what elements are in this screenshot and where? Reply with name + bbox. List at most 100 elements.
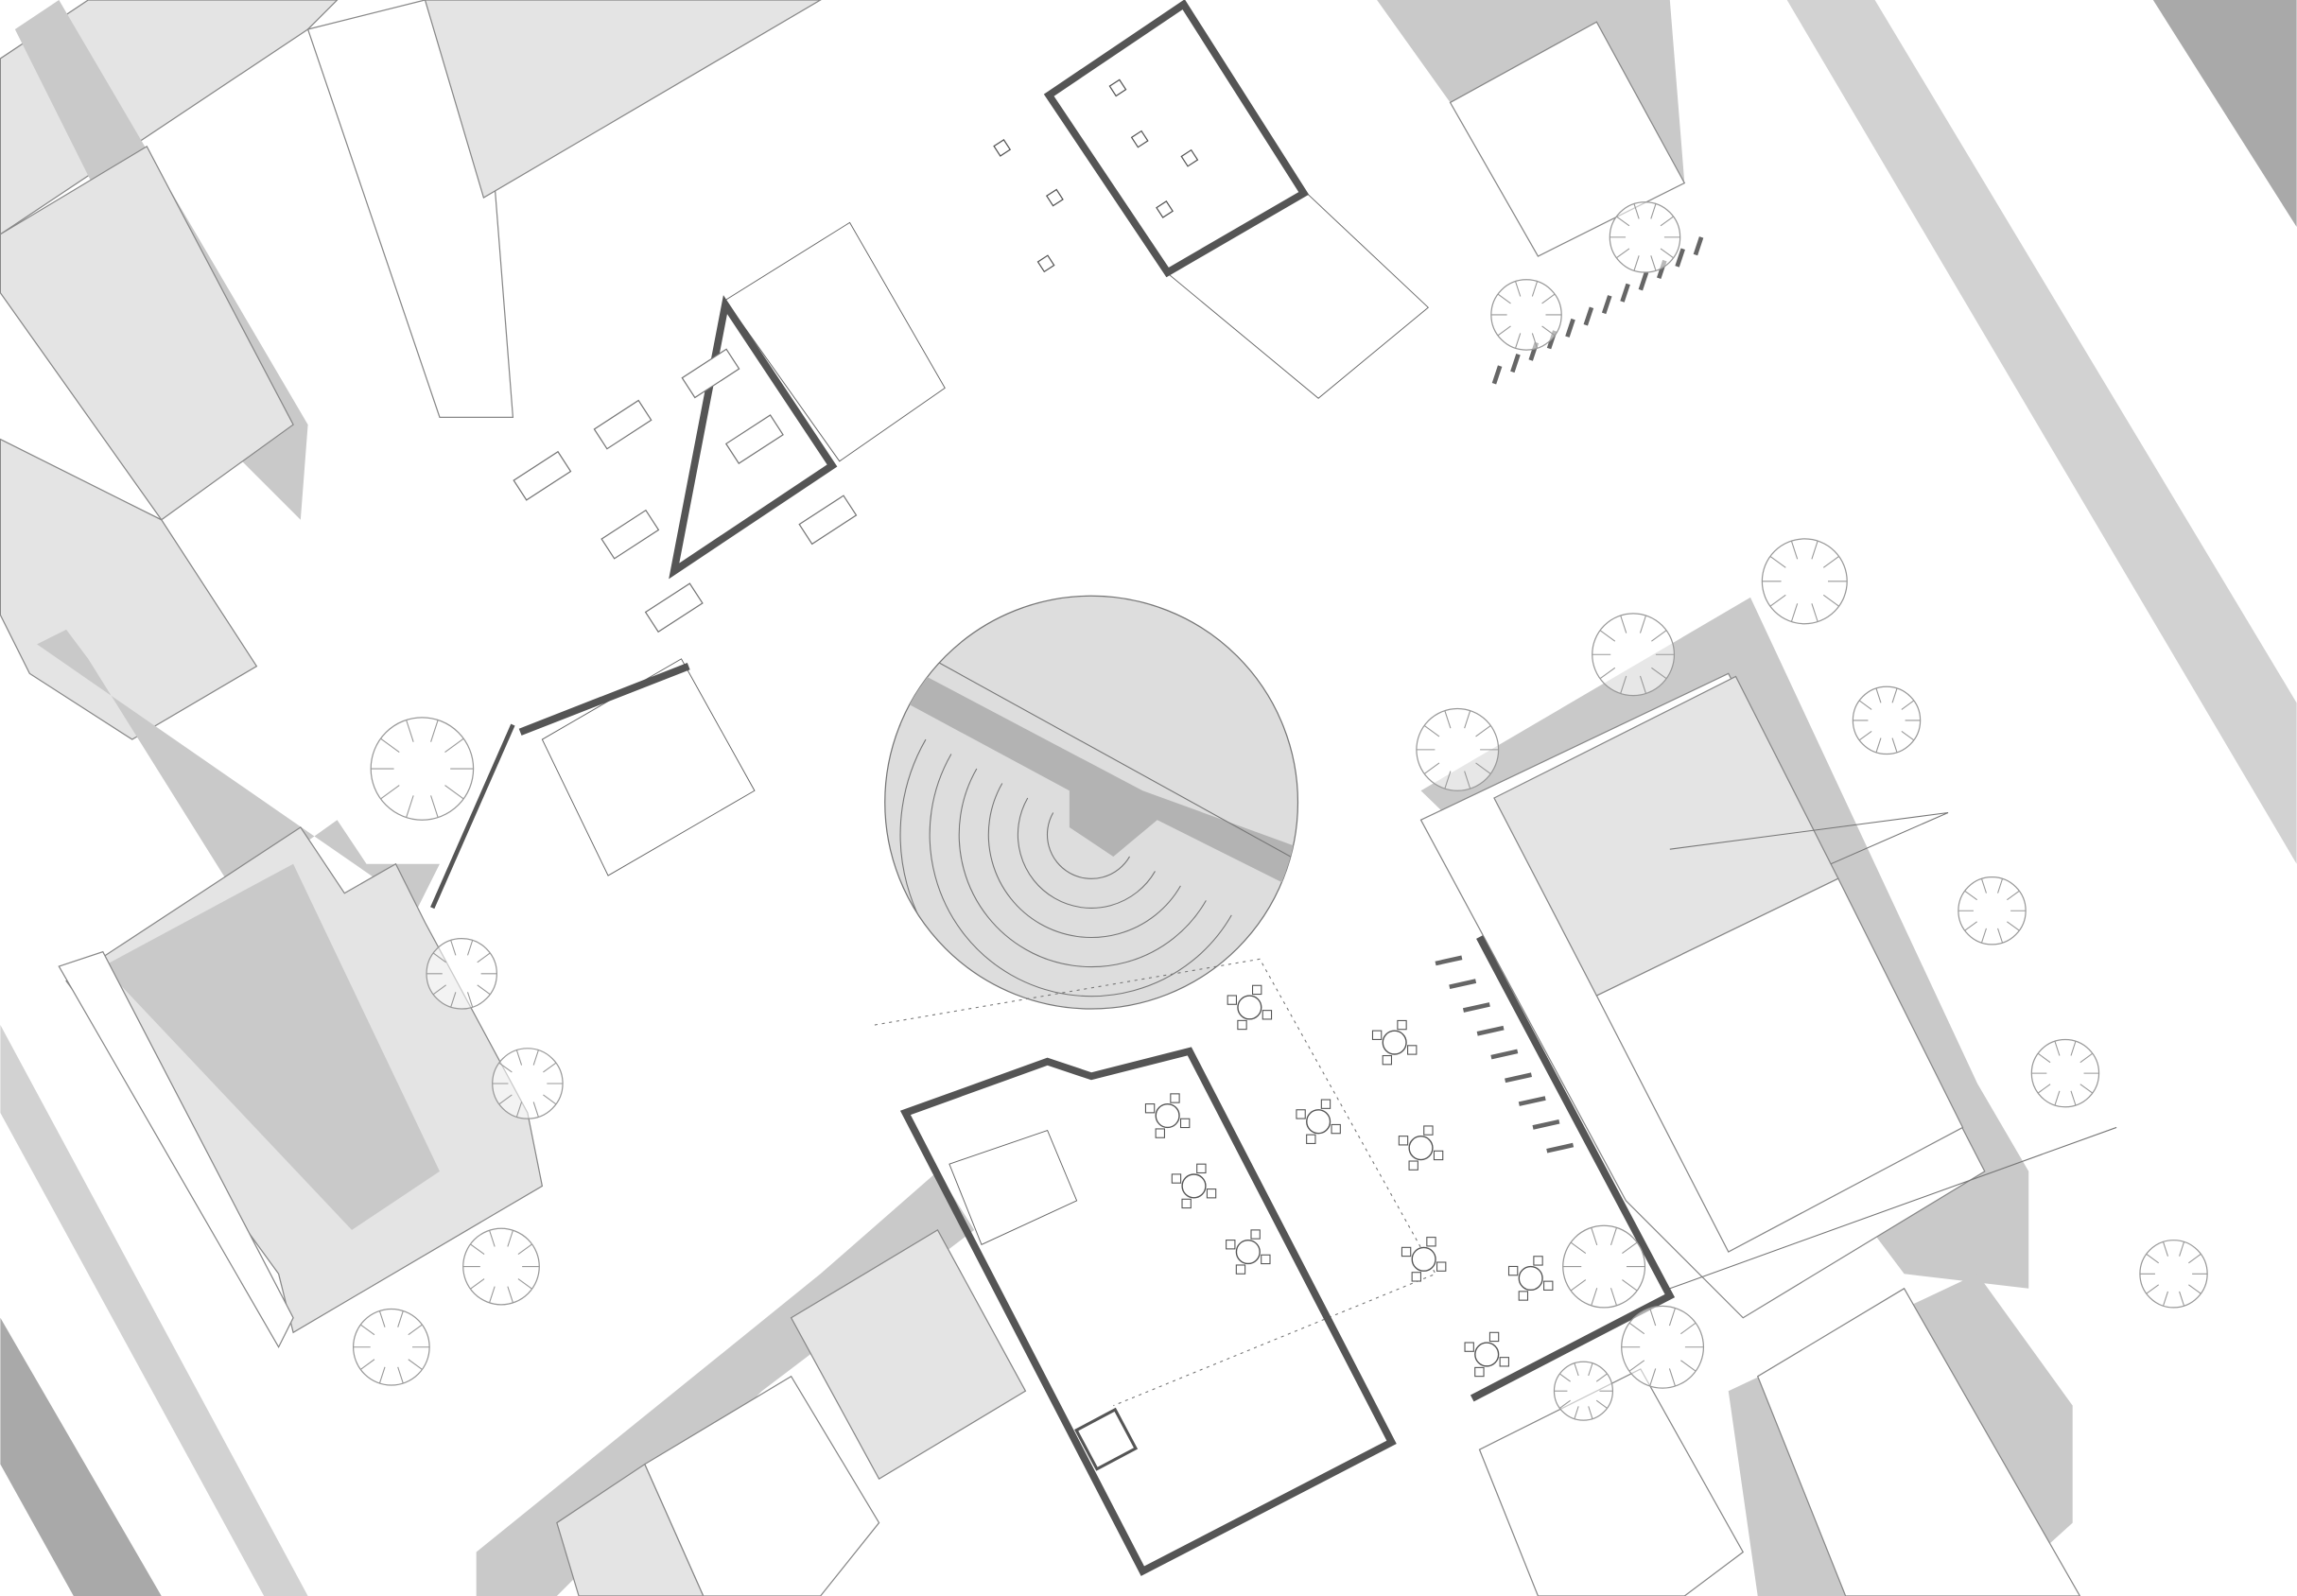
display-block [1036, 254, 1055, 273]
tree-branch [408, 1324, 423, 1336]
tree-branch [2070, 1041, 2077, 1056]
display-block [1180, 148, 1199, 167]
building-ne [1449, 21, 1686, 257]
chair [1171, 1173, 1182, 1184]
tree-branch [1790, 540, 1799, 560]
parking-stripe [1532, 1119, 1560, 1130]
amphitheater-step [1046, 812, 1130, 879]
amphitheater-step [958, 768, 1207, 968]
library-table [681, 348, 740, 399]
tree-branch [432, 984, 446, 996]
tree-icon [1609, 201, 1681, 273]
library-table [513, 450, 572, 501]
tree-branch [1639, 615, 1647, 633]
tree-branch [1964, 921, 1977, 931]
parking-stripe [1505, 1072, 1532, 1084]
tree-branch [378, 1310, 386, 1327]
round-table [1518, 1265, 1543, 1292]
chair [1261, 1254, 1271, 1265]
terrace-outline [874, 958, 1436, 1407]
tree-icon [1553, 1361, 1614, 1421]
tree-branch [1980, 928, 1987, 944]
site-wall [430, 723, 515, 910]
tree-branch [1531, 333, 1539, 349]
bike-stand [1638, 271, 1649, 291]
chair [1401, 1246, 1412, 1258]
tree-branch [1475, 762, 1491, 774]
tree-branch [2054, 1041, 2061, 1056]
tree-branch [1497, 325, 1511, 337]
tree-branch [1599, 630, 1616, 642]
amphitheater-step [1017, 797, 1156, 909]
tree-branch [1423, 724, 1440, 737]
tree-branch [2163, 1291, 2168, 1307]
elevator [1074, 1407, 1139, 1471]
tree-branch [2054, 1090, 2061, 1106]
tree-branch [397, 1366, 404, 1384]
tree-branch [477, 984, 491, 996]
bike-stand [1620, 283, 1630, 303]
round-table [1155, 1102, 1180, 1129]
tree-branch [1620, 675, 1627, 694]
chair [1518, 1291, 1529, 1301]
chair [1397, 1019, 1407, 1031]
tree-branch [1650, 203, 1657, 219]
tree-branch [489, 1230, 496, 1247]
tree-branch [543, 1062, 557, 1073]
tree-branch [2188, 1253, 2201, 1264]
tree-branch [543, 1094, 557, 1105]
tree-icon [1852, 685, 1922, 755]
tree-branch [1891, 687, 1898, 703]
tree-icon [426, 938, 497, 1010]
tree-branch [1875, 737, 1882, 753]
tree-branch [1811, 603, 1818, 622]
tree-branch [2070, 1090, 2077, 1106]
tree-branch [1591, 1288, 1598, 1306]
chair [1436, 1261, 1447, 1272]
tree-branch [1515, 281, 1522, 297]
tree-branch [498, 1062, 513, 1073]
chair [1464, 1342, 1474, 1352]
tree-branch [2146, 1253, 2160, 1264]
tree-branch [1541, 325, 1556, 337]
tree-branch [1599, 667, 1616, 680]
round-table [1411, 1246, 1436, 1272]
property-lines [1669, 811, 1949, 850]
chair [1398, 1136, 1409, 1146]
tree-branch [1574, 1406, 1579, 1419]
tree-branch [430, 720, 439, 742]
tree-icon [2139, 1240, 2208, 1309]
building-se-2 [1478, 1368, 1745, 1596]
pavilion-walls [1043, 0, 1310, 278]
amphitheater-step [987, 783, 1181, 938]
tree-branch [1610, 1288, 1618, 1306]
bike-stand [1565, 318, 1575, 338]
display-block [1045, 188, 1064, 207]
bike-stand [1510, 354, 1521, 373]
pavilion-building [993, 0, 1429, 399]
tree-branch [1541, 293, 1556, 304]
bike-stand [1693, 236, 1704, 256]
tree-branch [2079, 1052, 2094, 1064]
tree-branch [470, 1278, 485, 1290]
tree-branch [1649, 1368, 1657, 1387]
tree-branch [397, 1310, 404, 1327]
parking-stripe [1476, 1025, 1505, 1036]
tree-branch [498, 1094, 513, 1105]
library-table [593, 399, 653, 450]
library-table [644, 582, 704, 633]
tree-branch [489, 1286, 496, 1304]
tree-icon [1621, 1305, 1705, 1389]
context-buildings [0, 0, 2117, 1596]
cafe-walls [899, 1047, 1397, 1576]
bike-stand [1491, 365, 1503, 385]
tree-branch [532, 1102, 539, 1118]
chair [1426, 1237, 1436, 1247]
tree-branch [2037, 1052, 2051, 1064]
chair [1296, 1109, 1306, 1119]
tree-branch [408, 1359, 423, 1370]
chair [1423, 1125, 1434, 1136]
tree-icon [1761, 538, 1848, 625]
tree-branch [1616, 216, 1630, 227]
tree-icon [1958, 876, 2027, 945]
